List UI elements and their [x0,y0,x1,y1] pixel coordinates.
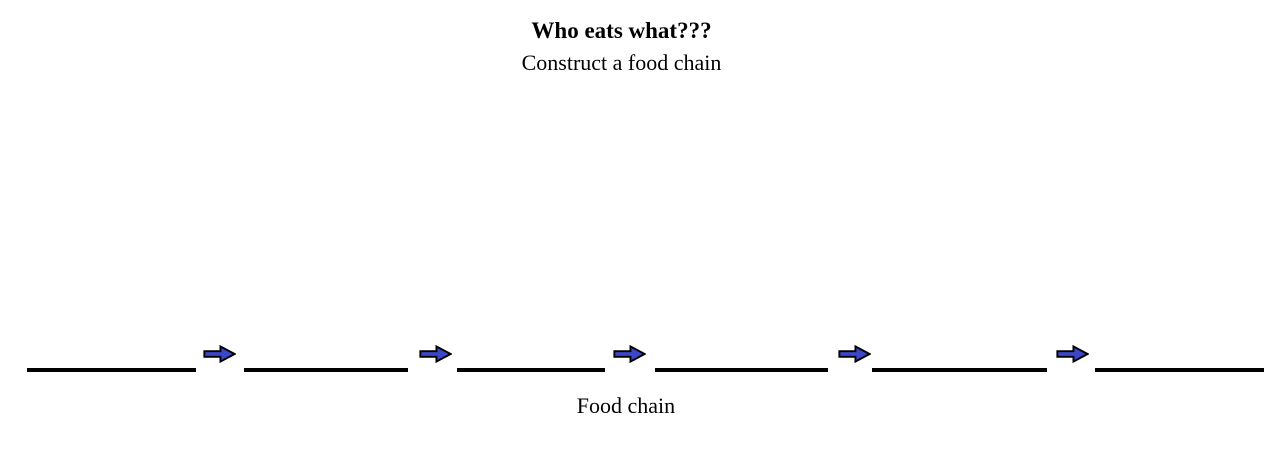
food-chain-blank-3[interactable] [457,368,605,372]
right-arrow-icon [203,345,236,363]
right-arrow-icon [613,345,646,363]
right-arrow-icon [1056,345,1089,363]
food-chain-blank-6[interactable] [1095,368,1264,372]
right-arrow-shape [203,345,236,363]
food-chain-blank-1[interactable] [27,368,196,372]
right-arrow-shape [838,345,871,363]
header: Who eats what??? Construct a food chain [0,16,1243,79]
right-arrow-shape [613,345,646,363]
food-chain-blank-4[interactable] [655,368,828,372]
right-arrow-shape [1056,345,1089,363]
food-chain-blank-2[interactable] [244,368,408,372]
page-subtitle: Construct a food chain [521,50,722,75]
page-title: Who eats what??? [531,18,712,43]
right-arrow-icon [419,345,452,363]
right-arrow-shape [419,345,452,363]
right-arrow-icon [838,345,871,363]
food-chain-caption: Food chain [576,393,676,418]
food-chain-blank-5[interactable] [872,368,1047,372]
